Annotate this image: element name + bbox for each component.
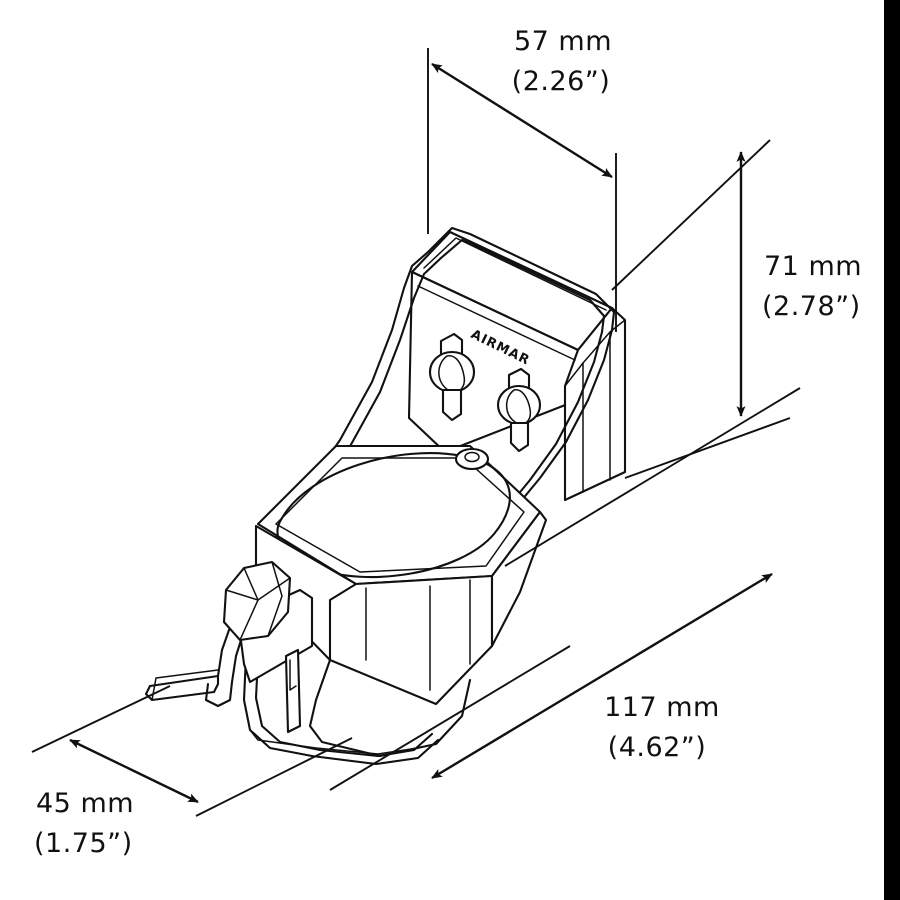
dimension-45mm: 45 mm (1.75”)	[31, 685, 353, 859]
arm-top-inner	[439, 238, 606, 334]
dim-71mm-ext-top	[611, 139, 771, 291]
plate-ridge-line	[423, 237, 607, 311]
arm-top-outer	[426, 226, 616, 332]
thumbscrew-lower-slot	[505, 389, 532, 425]
thumbscrew-lower-shank-bottom	[509, 421, 530, 453]
pivot-boss	[454, 447, 490, 471]
dim-117mm-imperial-label: (4.62”)	[608, 732, 707, 763]
dim-57mm-imperial-label: (2.26”)	[512, 66, 611, 97]
dim-57mm-metric-label: 57 mm	[514, 26, 612, 57]
dim-117mm-ext-upper	[504, 387, 801, 567]
dim-117mm-metric-label: 117 mm	[604, 692, 720, 723]
cable-slot	[284, 648, 302, 734]
thumbscrew-lower	[496, 367, 542, 453]
transom-foot	[222, 560, 440, 766]
foot-base-lip	[249, 729, 419, 755]
product-illustration: AIRMAR	[144, 226, 627, 766]
dim-45mm-metric-label: 45 mm	[36, 788, 134, 819]
dim-45mm-ext-right	[195, 737, 353, 817]
thumbscrew-upper-shank-bottom	[441, 388, 463, 422]
dim-45mm-imperial-label: (1.75”)	[34, 828, 133, 859]
dim-71mm-imperial-label: (2.78”)	[762, 291, 861, 322]
dim-45mm-arrow-line	[69, 738, 199, 804]
pad-top-seam	[564, 319, 626, 387]
dim-71mm-ext-bottom	[624, 417, 791, 479]
dimension-117mm: 117 mm (4.62”)	[329, 387, 801, 791]
arm-foot-knuckle	[204, 680, 234, 708]
plate-face-seam	[417, 285, 576, 361]
roller-flute-2	[267, 561, 283, 637]
housing-front-body	[328, 574, 494, 706]
roller-flute-3	[225, 577, 291, 601]
dim-71mm-metric-label: 71 mm	[764, 251, 862, 282]
thumbscrew-lower-head	[496, 384, 542, 426]
page-edge-bar	[884, 0, 900, 900]
housing-top-rim-inner	[275, 457, 525, 573]
arm-foot-tab-edge	[151, 669, 219, 701]
cable-slot-notch	[289, 659, 297, 691]
dim-57mm-arrow-line	[431, 62, 613, 179]
dim-117mm-arrow-line	[431, 572, 773, 780]
dim-45mm-ext-left	[31, 685, 171, 753]
dimension-57mm: 57 mm (2.26”)	[427, 26, 617, 332]
dimension-71mm: 71 mm (2.78”)	[611, 139, 862, 479]
pivot-boss-inner	[464, 451, 480, 463]
thumbscrew-upper-head	[428, 350, 476, 394]
thumbscrew-upper	[428, 332, 476, 422]
